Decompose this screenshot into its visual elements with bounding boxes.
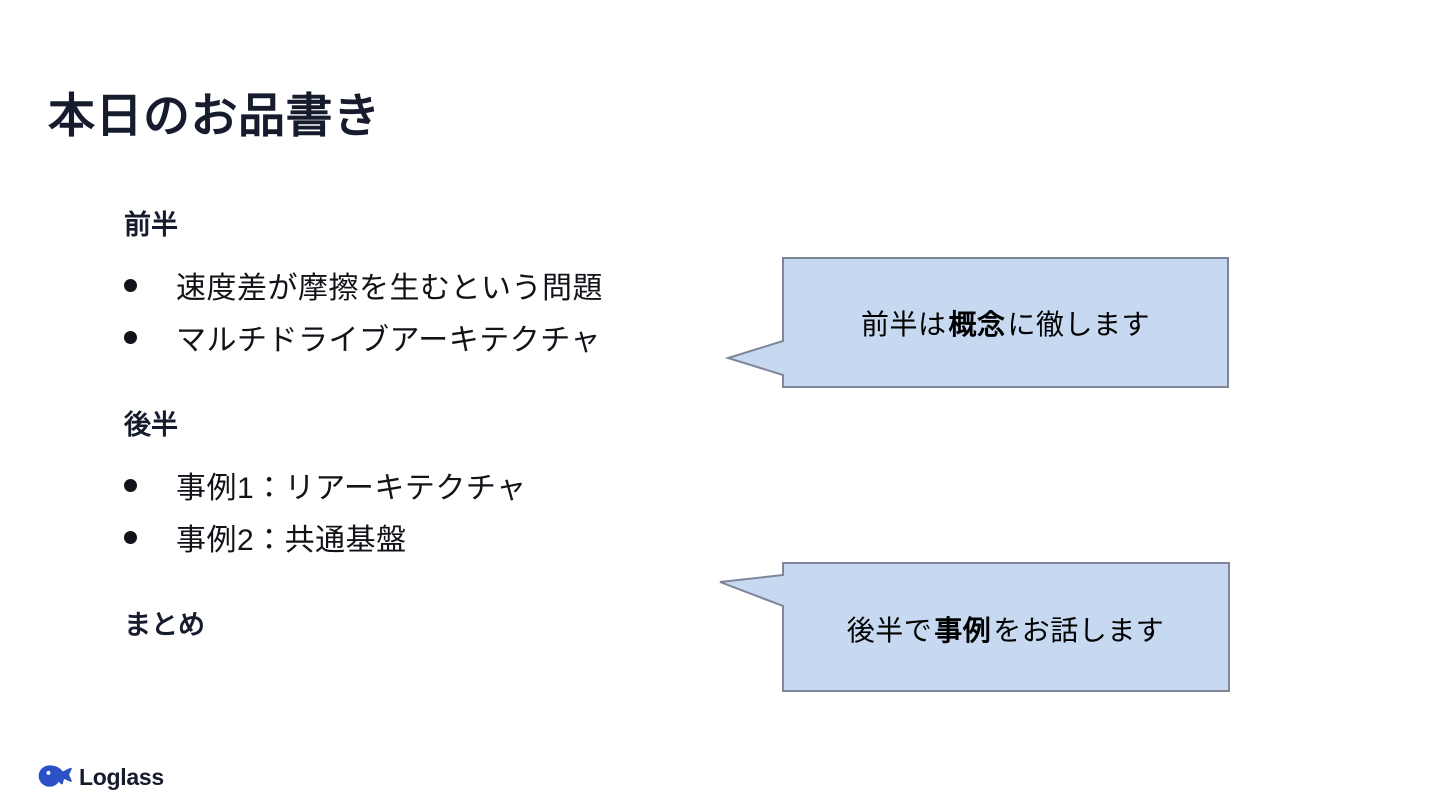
callout-bubble-shape [724, 257, 1229, 388]
logo-wordmark: Loglass [79, 763, 164, 790]
list-item-label: 事例2：共通基盤 [176, 524, 407, 557]
list-item-label: マルチドライブアーキテクチャ [176, 324, 601, 357]
list-item: 速度差が摩擦を生むという問題 [124, 274, 764, 304]
callout-second-half: 後半で 事例 をお話します [714, 556, 1236, 702]
agenda-list: 前半 速度差が摩擦を生むという問題 マルチドライブアーキテクチャ 後半 事例1：… [124, 212, 764, 639]
callout-bubble-shape [719, 562, 1230, 692]
list-item: 事例1：リアーキテクチャ [124, 474, 764, 504]
bullet-dot-icon [124, 279, 137, 292]
bullet-dot-icon [124, 331, 137, 344]
whale-icon [38, 765, 72, 787]
agenda-section-heading-3: まとめ [124, 610, 205, 640]
agenda-section-heading-1: 前半 [124, 210, 178, 240]
brand-logo: Loglass [36, 762, 164, 792]
agenda-items-2: 事例1：リアーキテクチャ 事例2：共通基盤 [124, 474, 764, 556]
bullet-dot-icon [124, 531, 137, 544]
list-item-label: 事例1：リアーキテクチャ [176, 472, 527, 505]
bullet-dot-icon [124, 479, 137, 492]
agenda-section-heading-2: 後半 [124, 410, 178, 440]
list-item: マルチドライブアーキテクチャ [124, 326, 764, 356]
list-item: 事例2：共通基盤 [124, 526, 764, 556]
list-item-label: 速度差が摩擦を生むという問題 [176, 272, 603, 305]
callout-first-half: 前半は 概念 に徹します [722, 250, 1234, 395]
agenda-items-1: 速度差が摩擦を生むという問題 マルチドライブアーキテクチャ [124, 274, 764, 356]
page-title: 本日のお品書き [48, 89, 381, 142]
